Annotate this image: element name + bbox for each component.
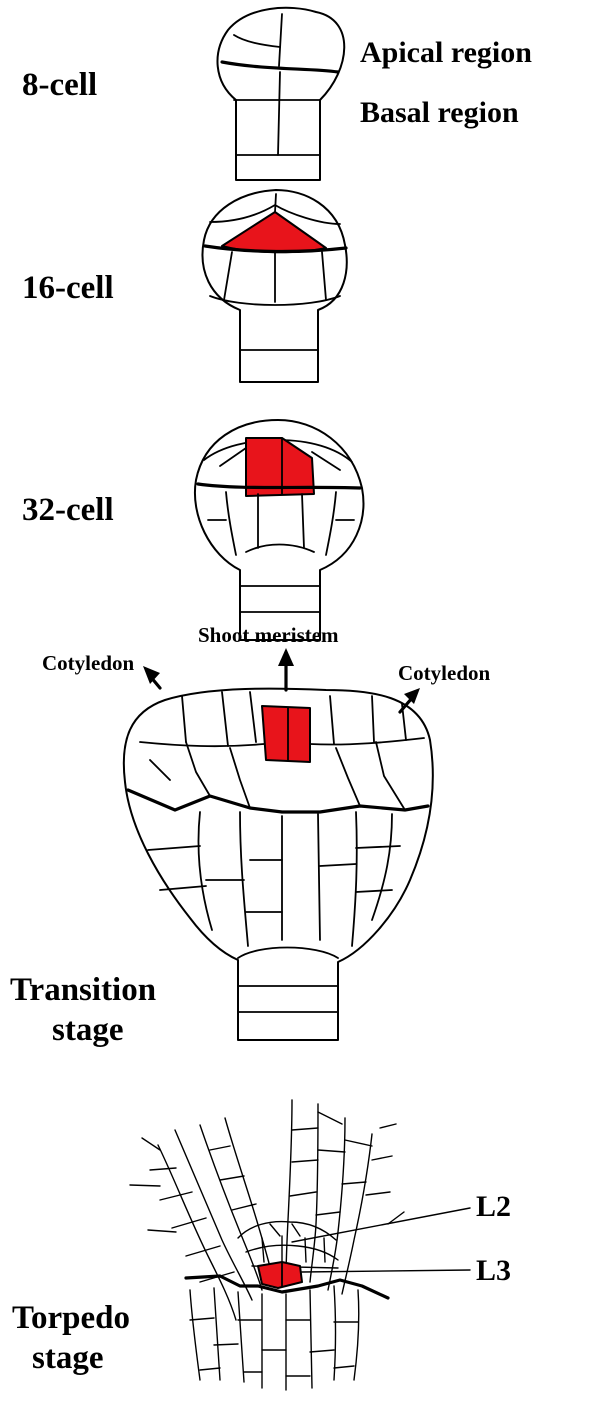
label-transition-stage: stage (52, 1012, 123, 1048)
embryo-16-cell (203, 190, 347, 382)
label-apical-region: Apical region (360, 36, 532, 69)
highlight-meristem-cells (262, 706, 310, 762)
embryo-32-cell (195, 420, 363, 640)
label-l2: L2 (476, 1190, 511, 1223)
label-transition: Transition (10, 972, 156, 1008)
highlight-l3-cells (258, 1262, 302, 1288)
label-shoot-meristem: Shoot meristem (198, 623, 339, 647)
label-basal-region: Basal region (360, 96, 519, 129)
label-cotyledon-right: Cotyledon (398, 661, 490, 685)
label-l3: L3 (476, 1254, 511, 1287)
label-8-cell: 8-cell (22, 67, 97, 103)
embryo-8-cell (218, 8, 345, 180)
label-16-cell: 16-cell (22, 270, 114, 306)
embryo-transition-stage (124, 648, 433, 1040)
label-torpedo-stage: stage (32, 1340, 103, 1376)
label-torpedo: Torpedo (12, 1300, 130, 1336)
label-cotyledon-left: Cotyledon (42, 651, 134, 675)
embryo-torpedo-stage (130, 1100, 470, 1390)
label-32-cell: 32-cell (22, 492, 114, 528)
